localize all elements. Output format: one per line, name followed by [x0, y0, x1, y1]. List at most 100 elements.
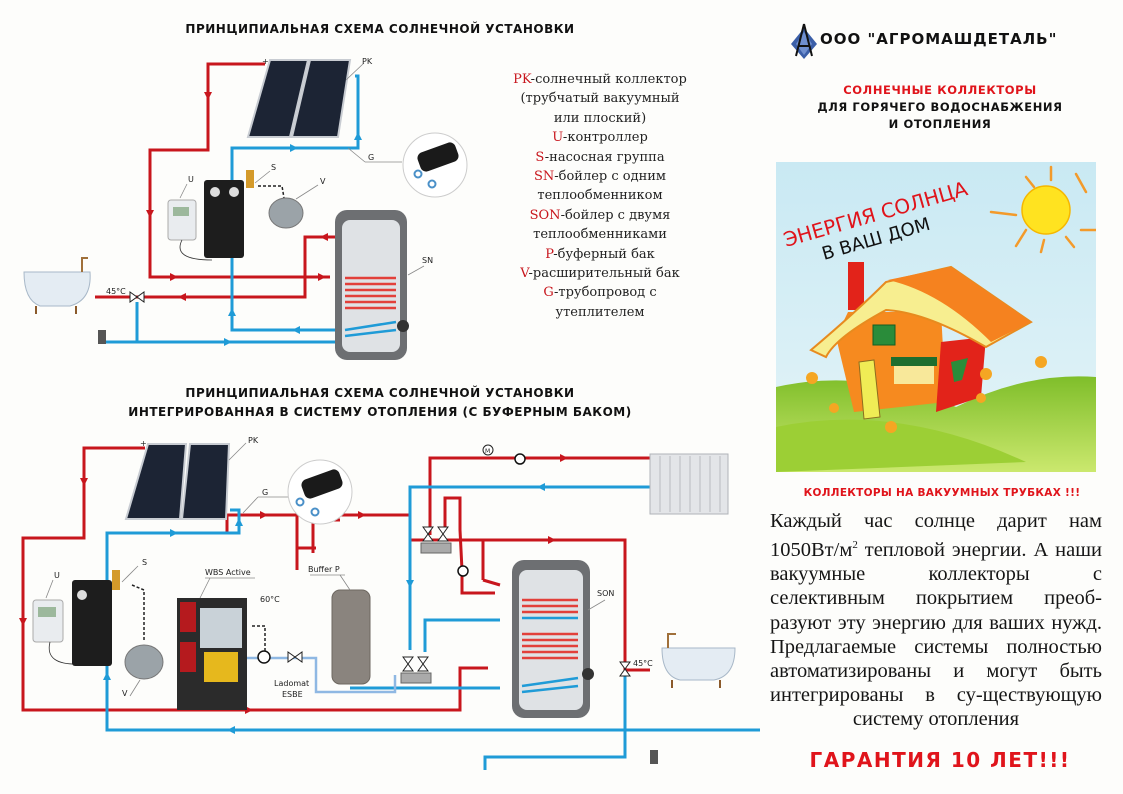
promo-body-text: Каждый час солнце дарит нам 1050Вт/м2 те…	[770, 510, 1102, 731]
valve	[417, 656, 429, 672]
flow-arrow	[227, 726, 235, 734]
diagram2-title-line2: ИНТЕГРИРОВАННАЯ В СИСТЕМУ ОТОПЛЕНИЯ (С Б…	[128, 405, 632, 419]
product-subtitle: СОЛНЕЧНЫЕ КОЛЛЕКТОРЫ ДЛЯ ГОРЯЧЕГО ВОДОСН…	[780, 82, 1100, 133]
label-plus: +	[140, 439, 147, 448]
bathtub	[661, 633, 736, 688]
expansion-tank	[268, 197, 304, 229]
flow-arrow	[354, 132, 362, 140]
flow-arrow	[178, 293, 186, 301]
label-wbs-active: WBS Active	[205, 568, 251, 577]
manifold	[420, 542, 452, 554]
label-u: U	[188, 175, 194, 184]
legend-item: SN-бойлер с одним	[533, 169, 667, 185]
solid-fuel-boiler	[177, 598, 247, 710]
flow-arrow	[170, 273, 178, 281]
controller	[32, 599, 83, 665]
insulated-pipe-detail	[287, 459, 353, 525]
pump-group	[204, 170, 254, 258]
valve	[437, 526, 449, 542]
inlet-valve	[650, 750, 658, 764]
flow-arrow	[320, 233, 328, 241]
subtitle-line1: СОЛНЕЧНЫЕ КОЛЛЕКТОРЫ	[843, 83, 1037, 97]
legend: PK-солнечный коллектор (трубчатый вакуум…	[490, 70, 710, 322]
company-logo-icon	[791, 23, 817, 59]
flow-arrow	[292, 326, 300, 334]
flow-arrow	[290, 144, 298, 152]
heating-integrated-scheme-diagram: + PK G U S V WBS Active 60°C Ladomat	[19, 436, 760, 770]
flow-arrow	[548, 536, 556, 544]
sun-icon	[989, 165, 1096, 254]
label-buffer-p: Buffer P	[308, 565, 340, 574]
company-name: ООО "АГРОМАШДЕТАЛЬ"	[820, 30, 1058, 48]
legend-item-cont: утеплителем	[555, 304, 645, 320]
pump-group	[72, 570, 120, 666]
solar-scheme-diagram: + PK G U S V	[23, 57, 468, 360]
label-pk: PK	[248, 436, 259, 445]
label-u: U	[54, 571, 60, 580]
label-g: G	[262, 488, 268, 497]
label-s: S	[271, 163, 276, 172]
label-ladomat: Ladomat	[274, 679, 309, 688]
diagram1-title: ПРИНЦИПИАЛЬНАЯ СХЕМА СОЛНЕЧНОЙ УСТАНОВКИ	[185, 22, 575, 36]
label-45c: 45°C	[633, 659, 653, 668]
flow-arrow	[103, 672, 111, 680]
bathtub	[23, 257, 91, 314]
motor-icon	[482, 444, 494, 456]
radiator	[649, 453, 729, 515]
valve	[422, 526, 434, 542]
legend-item: U-контроллер	[552, 130, 648, 146]
insulated-pipe-detail	[402, 132, 468, 198]
label-s: S	[142, 558, 147, 567]
label-pk: PK	[362, 57, 373, 66]
legend-item: SON-бойлер с двумя	[529, 207, 671, 223]
company-header: ООО "АГРОМАШДЕТАЛЬ"	[790, 22, 1120, 62]
legend-item-cont: или плоский)	[553, 110, 647, 126]
label-sn: SN	[422, 256, 433, 265]
house-illustration-svg: ЭНЕРГИЯ СОЛНЦА В ВАШ ДОМ	[776, 162, 1096, 472]
boiler-son	[512, 560, 594, 718]
solar-collector	[246, 59, 352, 138]
flower-icon	[806, 356, 1047, 433]
flow-arrow	[224, 338, 232, 346]
legend-item: P-буферный бак	[545, 246, 655, 262]
diagram2-title: ПРИНЦИПИАЛЬНАЯ СХЕМА СОЛНЕЧНОЙ УСТАНОВКИ…	[90, 384, 670, 422]
label-esbe: ESBE	[282, 690, 303, 699]
flow-arrow	[235, 518, 243, 526]
sun-house-illustration: ЭНЕРГИЯ СОЛНЦА В ВАШ ДОМ	[776, 162, 1096, 472]
legend-item: S-насосная группа	[535, 149, 665, 165]
label-son: SON	[597, 589, 614, 598]
label-plus: +	[262, 57, 269, 66]
flow-arrow	[19, 618, 27, 626]
flow-arrow	[170, 529, 178, 537]
legend-item: V-расширительный бак	[520, 266, 680, 282]
legend-item-cont: теплообменником	[537, 188, 663, 204]
flow-arrow	[146, 210, 154, 218]
guarantee-text: ГАРАНТИЯ 10 ЛЕТ!!!	[809, 748, 1071, 772]
flow-arrow	[560, 454, 568, 462]
label-v: V	[122, 689, 128, 698]
flow-arrow	[537, 483, 545, 491]
legend-item: G-трубопровод с	[543, 285, 657, 301]
legend-item-cont: (трубчатый вакуумный	[520, 91, 680, 107]
buffer-tank	[331, 589, 371, 685]
house-icon	[809, 262, 1033, 420]
label-g: G	[368, 153, 374, 162]
controller	[167, 199, 213, 261]
mixing-valve	[619, 661, 631, 677]
subtitle-line2: ДЛЯ ГОРЯЧЕГО ВОДОСНАБЖЕНИЯ	[817, 100, 1063, 114]
label-45c: 45°C	[106, 287, 126, 296]
flow-arrow	[228, 308, 236, 316]
subtitle-line3: И ОТОПЛЕНИЯ	[888, 117, 992, 131]
flow-arrow	[318, 273, 326, 281]
legend-item-cont: теплообменниками	[533, 227, 667, 243]
circulation-pump	[514, 453, 526, 465]
mixing-valve	[129, 291, 145, 303]
expansion-tank	[124, 644, 164, 680]
legend-item: PK-солнечный коллектор	[513, 72, 687, 87]
manifold	[400, 672, 432, 684]
circulation-pump	[257, 650, 271, 664]
flow-arrow	[358, 511, 366, 519]
vacuum-collectors-heading: КОЛЛЕКТОРЫ НА ВАКУУМНЫХ ТРУБКАХ !!!	[803, 487, 1081, 499]
label-60c: 60°C	[260, 595, 280, 604]
diagram2-title-line1: ПРИНЦИПИАЛЬНАЯ СХЕМА СОЛНЕЧНОЙ УСТАНОВКИ	[185, 386, 575, 400]
